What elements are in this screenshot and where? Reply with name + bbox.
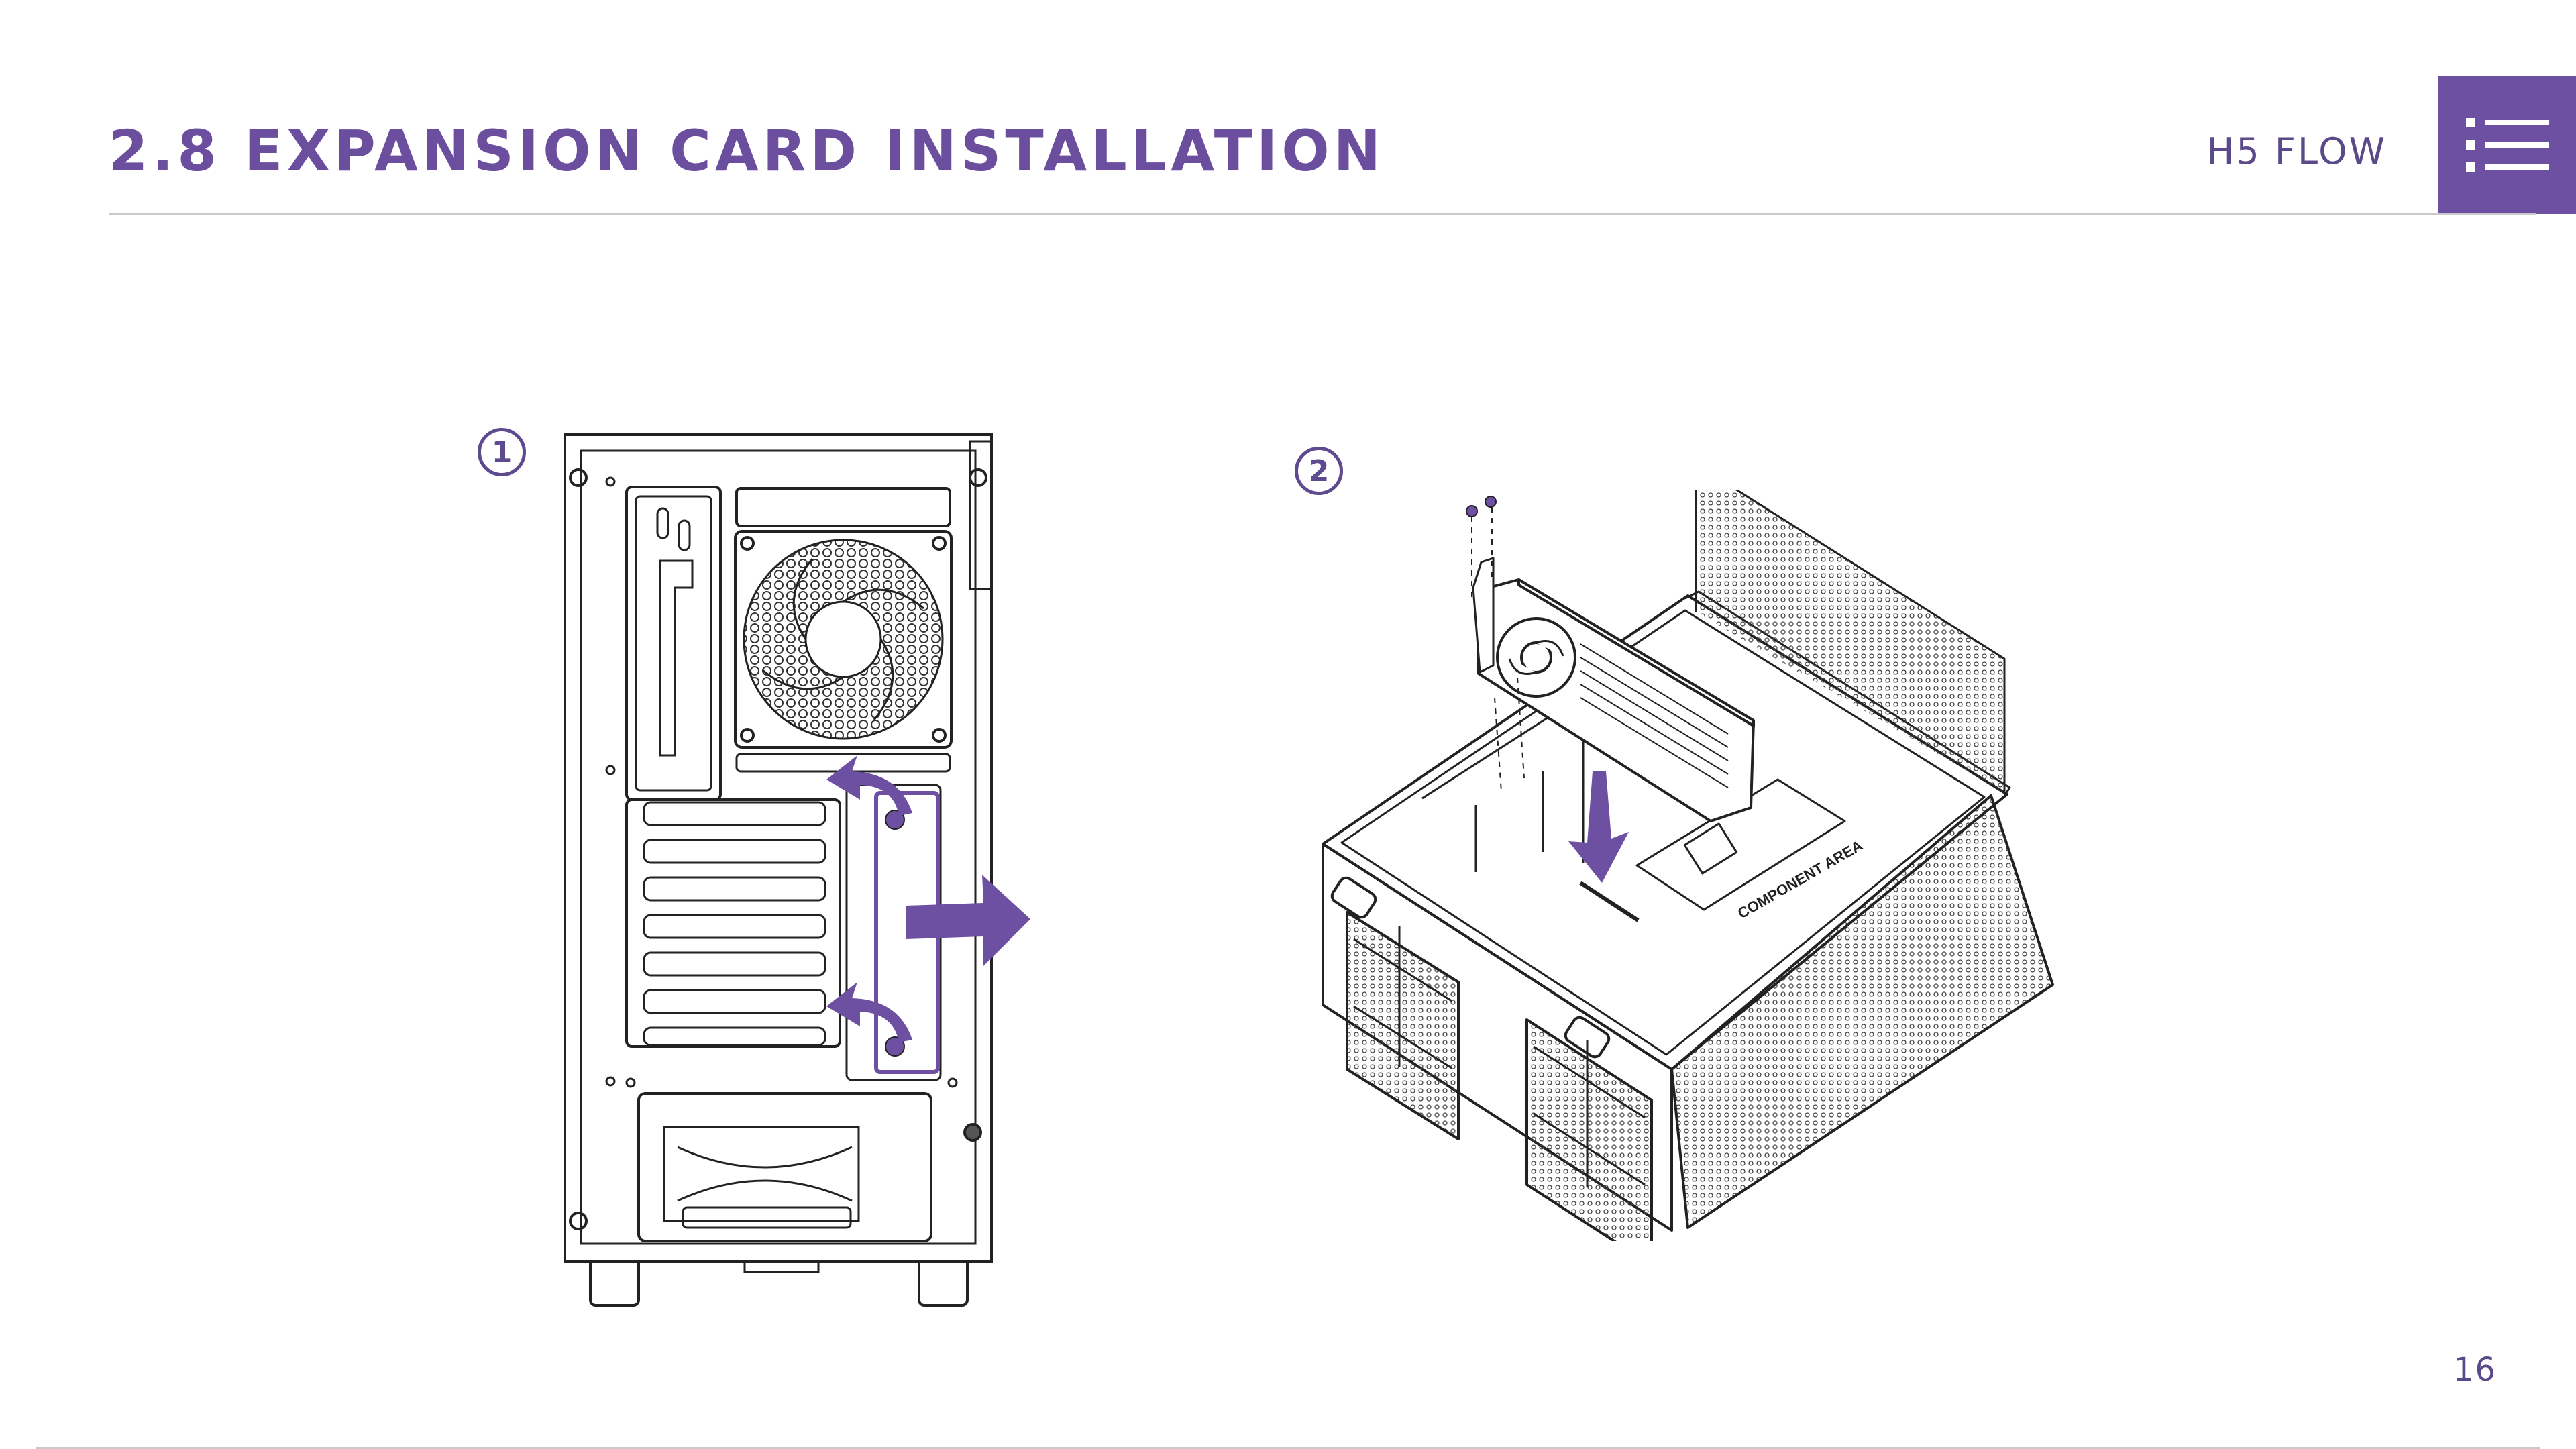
insert-arrow-icon — [1568, 771, 1629, 883]
header-divider — [109, 213, 2536, 215]
menu-button[interactable] — [2438, 76, 2576, 214]
gpu-screw-2 — [1485, 496, 1496, 507]
product-name: H5 FLOW — [2207, 130, 2387, 172]
step2-illustration: COMPONENT AREA — [1315, 490, 2066, 1241]
page-number: 16 — [2453, 1351, 2497, 1389]
step1-illustration — [550, 423, 1046, 1322]
step-marker-1: 1 — [478, 428, 526, 476]
step-marker-2: 2 — [1295, 447, 1343, 495]
page-title: 2.8 EXPANSION CARD INSTALLATION — [109, 118, 1385, 184]
gpu-screw-1 — [1466, 506, 1477, 517]
menu-list-icon — [2438, 76, 2576, 214]
arrow-icon — [826, 755, 1030, 1042]
screw-icon — [570, 470, 586, 486]
case-rear-panel — [565, 435, 991, 1261]
